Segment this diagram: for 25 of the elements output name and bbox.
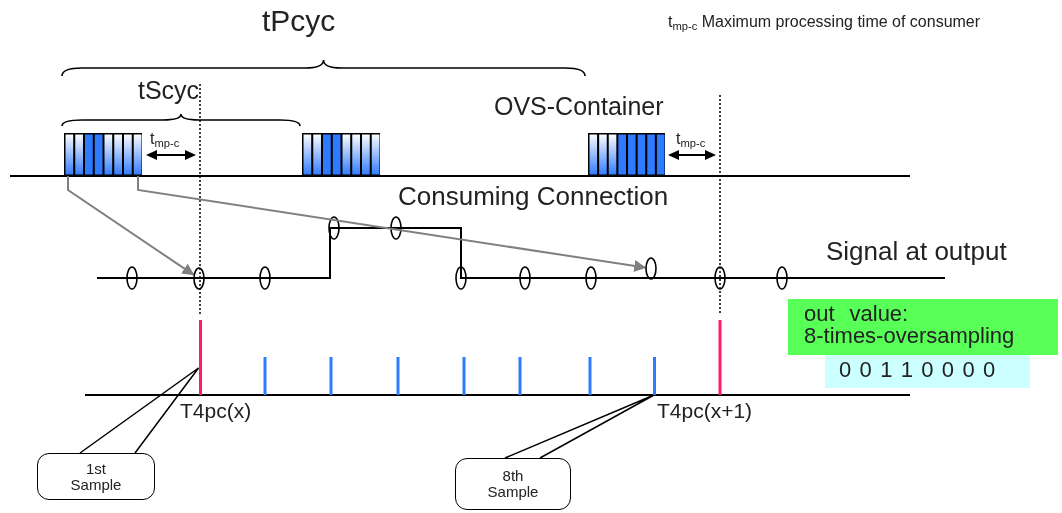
arrow (137, 175, 647, 272)
title-label: tPcyc (262, 6, 336, 36)
signal-label: Signal at output (826, 238, 1007, 264)
sample-tick (652, 357, 656, 395)
callout-bubble (455, 458, 571, 510)
time-label: T4pc(x+1) (657, 400, 753, 421)
panel-text: out value: 8-times-oversampling (804, 303, 1016, 347)
value-panel (788, 299, 1058, 355)
callout-text: 1st Sample (69, 460, 123, 493)
legend-note: t$_{mp-c}$ Maximum processing time of consumer (668, 14, 981, 32)
container-label: OVS-Container (494, 94, 664, 119)
callout-bubble (37, 453, 155, 500)
container-block (302, 133, 380, 176)
connection-label: Consuming Connection (398, 183, 669, 209)
period-label: tScyc (138, 78, 200, 103)
callout-text: 8th Sample (486, 468, 540, 500)
sample-ellipse (645, 257, 657, 280)
arrow (67, 175, 195, 276)
container-block (64, 133, 142, 176)
sample-tick (198, 320, 202, 395)
time-label: T4pc(x) (180, 400, 252, 421)
sample-ellipse (193, 267, 205, 290)
bit-pattern-panel (825, 355, 1030, 388)
container-block (588, 133, 665, 176)
bit-pattern-text: 0 0 1 1 0 0 0 0 (839, 359, 997, 381)
